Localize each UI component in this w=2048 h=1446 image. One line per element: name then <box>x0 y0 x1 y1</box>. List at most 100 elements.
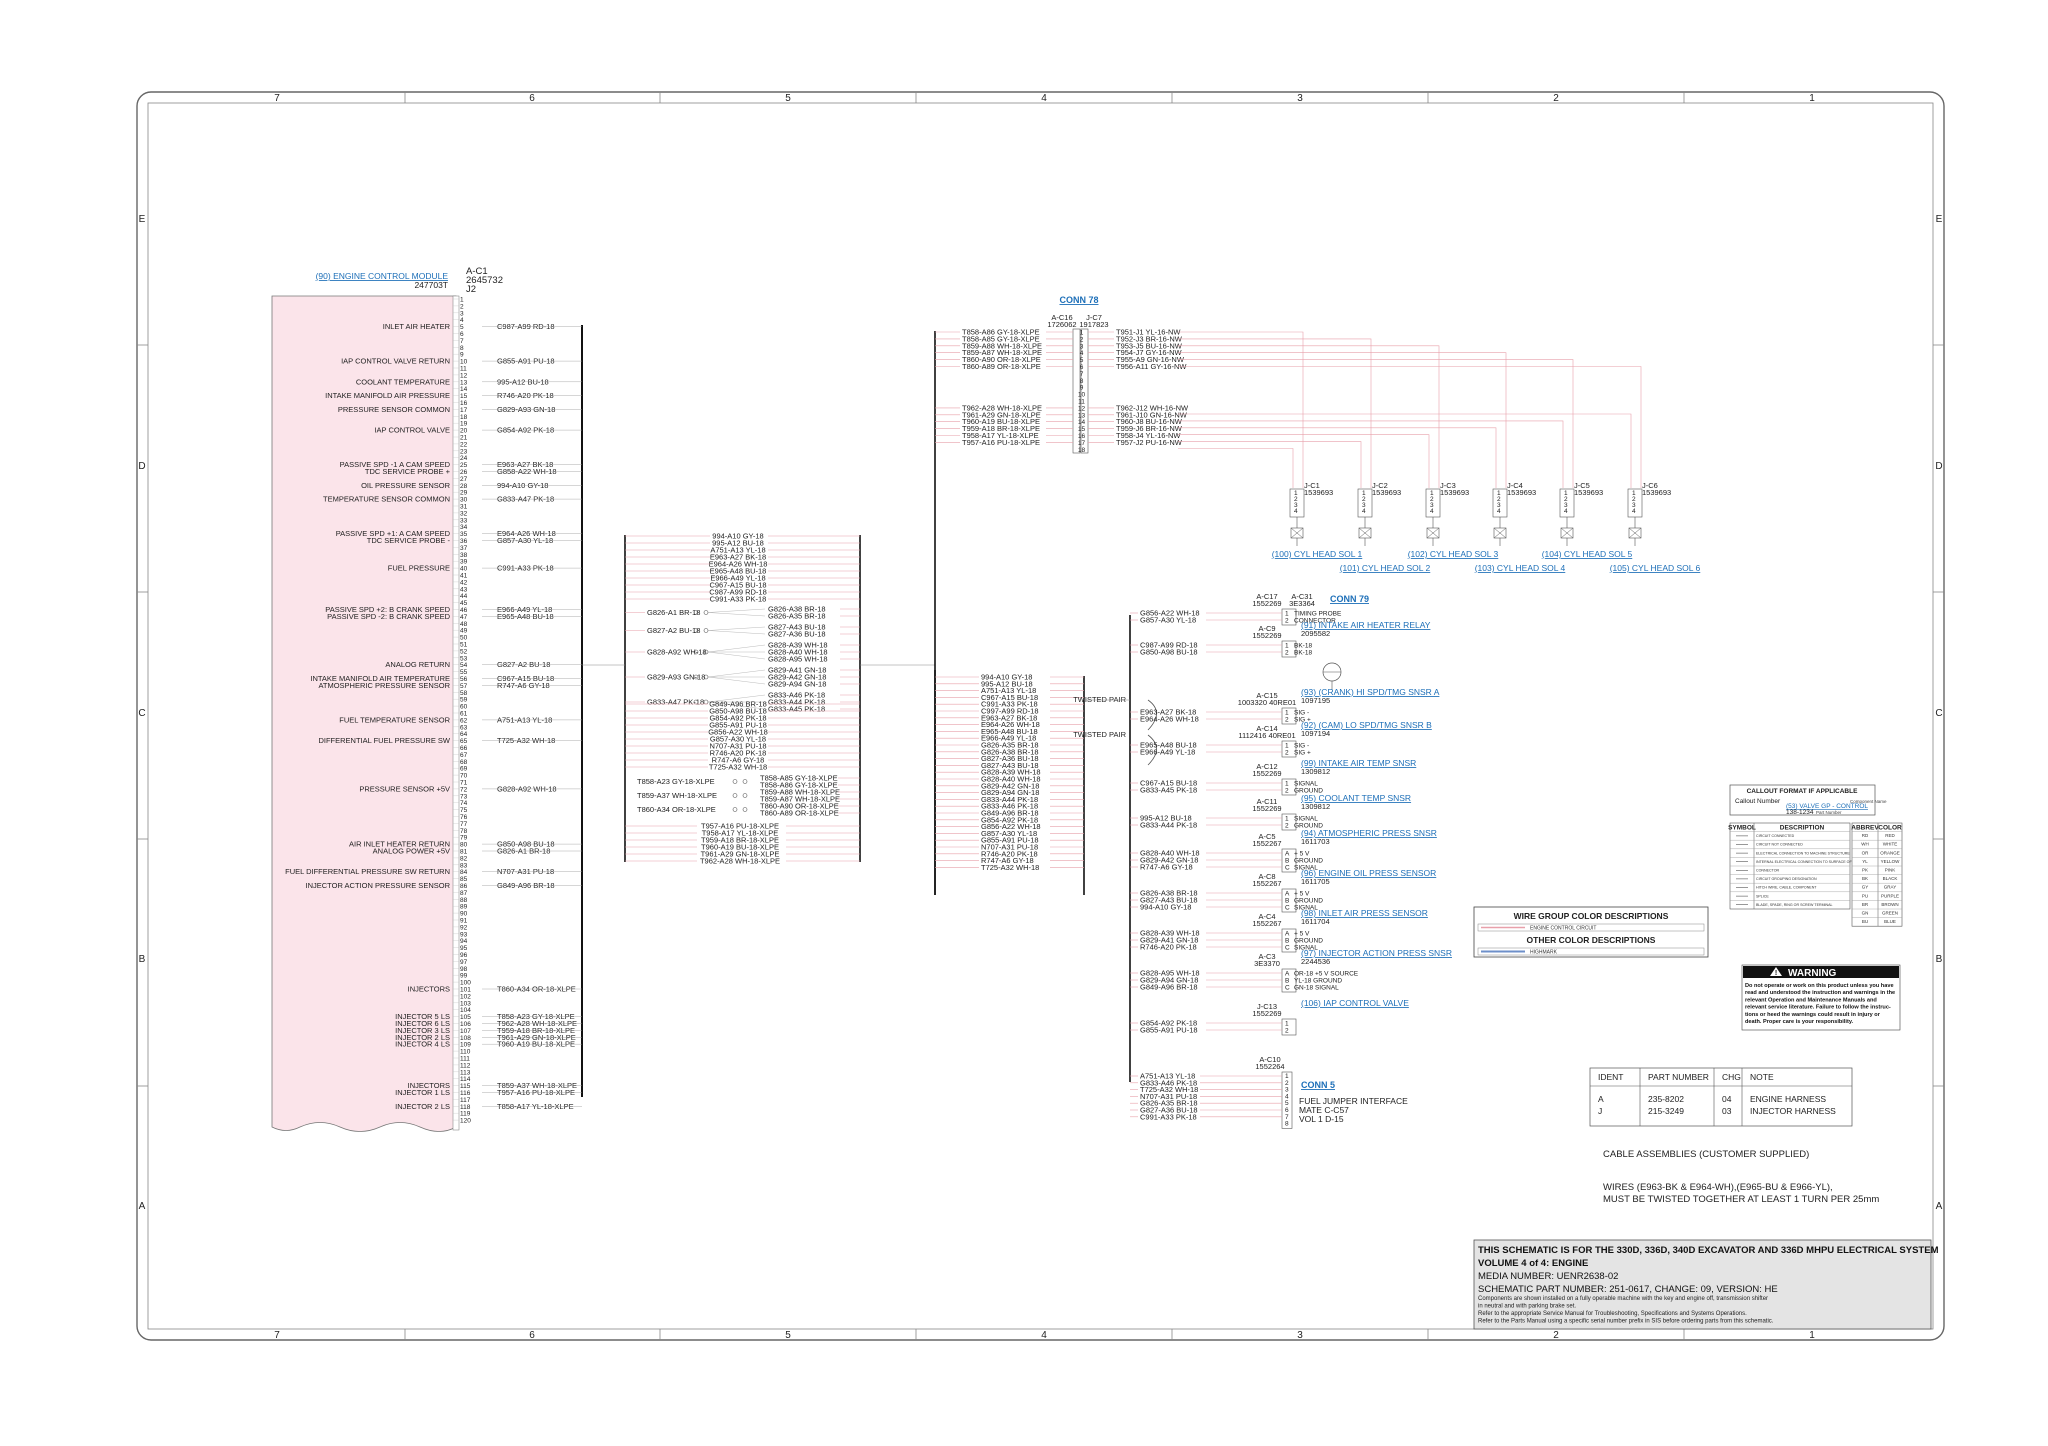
ecm-signal-label: TEMPERATURE SENSOR COMMON <box>323 495 450 504</box>
ident-header: CHG <box>1722 1072 1741 1082</box>
conn78-pin: 7 <box>1080 371 1084 378</box>
splice-out-wire: G833-A45 PK-18 <box>768 705 825 714</box>
ecm-pin-50: 50 <box>460 635 468 642</box>
ecm-pin-38: 38 <box>460 552 468 559</box>
sensor-pin-desc: YL-18 GROUND <box>1294 978 1342 985</box>
zone-top-2: 2 <box>1553 93 1559 104</box>
sensor-conn-part: 1552267 <box>1252 839 1281 848</box>
callout-example: (53) VALVE GP - CONTROL <box>1786 803 1868 810</box>
sensor-pin: 1 <box>1285 1021 1289 1028</box>
zone-bottom-7: 7 <box>274 1330 280 1341</box>
sensor-link[interactable]: (99) INTAKE AIR TEMP SNSR <box>1301 758 1416 768</box>
cyl-solenoid-x <box>1560 527 1574 539</box>
inj-splice-out: T860-A90 OR-18-XLPE <box>760 802 839 811</box>
sensor-wire: E964-A26 WH-18 <box>1140 715 1199 724</box>
conn78-pin: 10 <box>1078 392 1086 399</box>
symbol-desc: ELECTRICAL CONNECTION TO MACHINE STRUCTU… <box>1756 851 1850 855</box>
cyl-feed-wire <box>1178 338 1372 488</box>
ident-header: PART NUMBER <box>1648 1072 1709 1082</box>
sensor-conn-part: 1003320 40RE01 <box>1238 698 1296 707</box>
ecm-pin-99: 99 <box>460 973 468 980</box>
conn78-title[interactable]: CONN 78 <box>1059 295 1098 305</box>
conn78-left-wire: T858-A85 GY-18-XLPE <box>962 334 1040 343</box>
sensor-link[interactable]: (106) IAP CONTROL VALVE <box>1301 998 1409 1008</box>
conn78-left-wire: T957-A16 PU-18-XLPE <box>962 438 1040 447</box>
sensor-link[interactable]: CONN 79 <box>1330 594 1369 604</box>
sensor-wire: E965-A48 BU-18 <box>1140 741 1197 750</box>
conn5-wire: C991-A33 PK-18 <box>1140 1112 1197 1121</box>
cyl-head-link[interactable]: (102) CYL HEAD SOL 3 <box>1408 549 1499 559</box>
ecm-pin-30: 30 <box>460 497 468 504</box>
sensor-link[interactable]: (91) INTAKE AIR HEATER RELAY <box>1301 620 1431 630</box>
sensor-pin-desc: SIGNAL <box>1294 905 1318 912</box>
sensor-link[interactable]: (96) ENGINE OIL PRESS SENSOR <box>1301 868 1436 878</box>
sensor-pin: 1 <box>1285 710 1289 717</box>
sensor-wire: G828-A39 WH-18 <box>1140 929 1200 938</box>
ecm-pin-5: 5 <box>460 324 464 331</box>
conn78-right-wire: T956-A11 GY-16-NW <box>1116 362 1187 371</box>
bus-wire: E963-A27 BK-18 <box>981 713 1037 722</box>
conn78-pin: 12 <box>1078 405 1086 412</box>
splice-in-wire: G829-A93 GN-18 <box>647 673 705 682</box>
bus-wire: R746-A20 PK-18 <box>981 849 1038 858</box>
sensor-link[interactable]: (97) INJECTOR ACTION PRESS SNSR <box>1301 948 1452 958</box>
sensor-pin: B <box>1285 898 1289 905</box>
sensor-connector <box>1281 640 1297 658</box>
sensor-link[interactable]: (95) COOLANT TEMP SNSR <box>1301 793 1411 803</box>
conn78-left-wire: T960-A19 BU-18-XLPE <box>962 417 1040 426</box>
cyl-pin: 3 <box>1564 502 1568 509</box>
conn5-pin: 1 <box>1285 1073 1289 1080</box>
splice-out-wire: G827-A36 BU-18 <box>768 630 826 639</box>
cyl-head-link[interactable]: (100) CYL HEAD SOL 1 <box>1272 549 1363 559</box>
cyl-head-link[interactable]: (103) CYL HEAD SOL 4 <box>1475 563 1566 573</box>
sensor-pin: C <box>1285 905 1290 912</box>
ident-cell: INJECTOR HARNESS <box>1750 1106 1836 1116</box>
sensor-connector <box>1281 740 1297 758</box>
cyl-pin: 1 <box>1564 490 1568 497</box>
zone-bottom-4: 4 <box>1041 1330 1047 1341</box>
ecm-link[interactable]: (90) ENGINE CONTROL MODULE <box>316 271 449 281</box>
warning-line: death. Proper care is your responsibilit… <box>1745 1019 1854 1025</box>
sensor-link[interactable]: (94) ATMOSPHERIC PRESS SNSR <box>1301 828 1437 838</box>
sensor-link[interactable]: (98) INLET AIR PRESS SENSOR <box>1301 908 1428 918</box>
ecm-signal-label: TDC SERVICE PROBE + <box>365 467 451 476</box>
ecm-signal-label: INJECTORS <box>408 985 450 994</box>
ecm-pin-73: 73 <box>460 793 468 800</box>
ecm-pin-94: 94 <box>460 938 468 945</box>
splice-bottom-wire: T962-A28 WH-18-XLPE <box>700 857 780 866</box>
other-color-title: OTHER COLOR DESCRIPTIONS <box>1527 935 1656 945</box>
bus-wire: G826-A35 BR-18 <box>981 741 1039 750</box>
warning-line: read and understood the instruction and … <box>1745 990 1895 996</box>
ecm-pin-91: 91 <box>460 918 468 925</box>
sensor-link[interactable]: (92) (CAM) LO SPD/TMG SNSR B <box>1301 720 1432 730</box>
cyl-pin: 2 <box>1362 496 1366 503</box>
cyl-conn-name: J-C3 <box>1440 481 1456 490</box>
sensor-pin-desc: SIG + <box>1294 750 1311 757</box>
color-abbrev: BK <box>1862 876 1868 881</box>
cyl-head-link[interactable]: (105) CYL HEAD SOL 6 <box>1610 563 1701 573</box>
color-name: GREEN <box>1882 911 1898 916</box>
conn5-title[interactable]: CONN 5 <box>1301 1080 1335 1090</box>
cyl-head-link[interactable]: (104) CYL HEAD SOL 5 <box>1542 549 1633 559</box>
sensor-link-part: 1097195 <box>1301 696 1330 705</box>
ecm-pin-4: 4 <box>460 317 464 324</box>
ecm-pin-113: 113 <box>460 1069 471 1076</box>
cyl-head-link[interactable]: (101) CYL HEAD SOL 2 <box>1340 563 1431 573</box>
splice-branch <box>707 651 766 660</box>
sensor-link[interactable]: (93) (CRANK) HI SPD/TMG SNSR A <box>1301 687 1440 697</box>
ecm-pin-84: 84 <box>460 869 468 876</box>
splice-out-wire: G829-A94 GN-18 <box>768 680 826 689</box>
bus-wire: C967-A15 BU-18 <box>981 693 1038 702</box>
color-abbrev: YL <box>1862 859 1868 864</box>
wire-group-title: WIRE GROUP COLOR DESCRIPTIONS <box>1514 911 1669 921</box>
sensor-wire: C987-A99 RD-18 <box>1140 641 1198 650</box>
sensor-link-part: 1611705 <box>1301 877 1330 886</box>
ecm-signal-label: DIFFERENTIAL FUEL PRESSURE SW <box>318 736 450 745</box>
inj-splice-in: T860-A34 OR-18-XLPE <box>637 805 716 814</box>
sensor-conn-part: 1552269 <box>1252 631 1281 640</box>
sensor-pin: C <box>1285 945 1290 952</box>
zone-top-3: 3 <box>1297 93 1303 104</box>
splice-bottom-wire: T961-A29 GN-18-XLPE <box>701 850 780 859</box>
